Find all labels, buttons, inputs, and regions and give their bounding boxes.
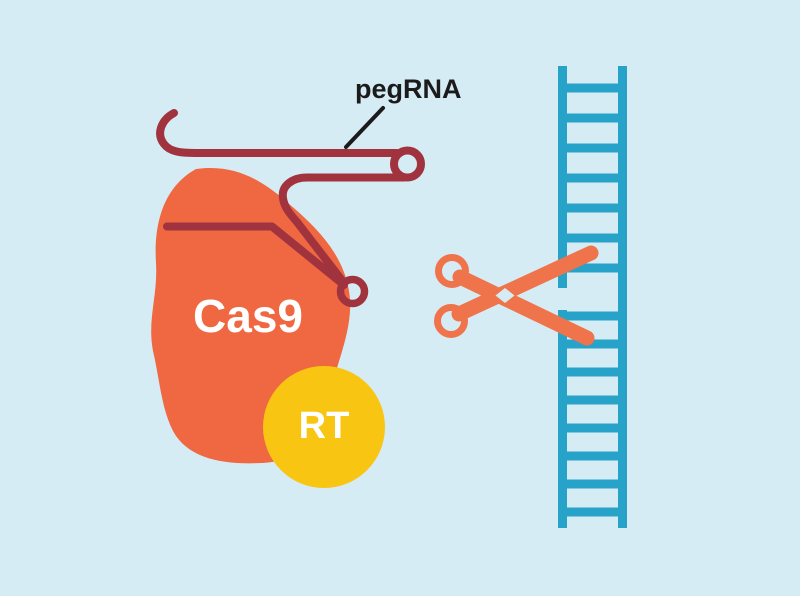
pegrna-return-strand [278, 173, 408, 287]
pegrna-inner-strand [163, 222, 348, 289]
dna-right-rail [618, 66, 627, 528]
dna-rung [558, 311, 627, 321]
pegrna-pointer-line [344, 106, 385, 149]
scissors-upper-blade [451, 245, 599, 322]
dna-rung [558, 479, 627, 489]
dna-rung [558, 113, 627, 123]
dna-ladder-icon [558, 66, 627, 528]
pegrna-strand [156, 109, 425, 308]
scissors-lower-blade [452, 269, 595, 346]
pegrna-label: pegRNA [355, 74, 462, 104]
rt-enzyme-circle [263, 366, 385, 488]
pegrna-top-strand [156, 109, 401, 157]
pegrna-hairpin-loop-small [336, 275, 369, 308]
dna-rung [558, 339, 627, 349]
dna-rung [558, 395, 627, 405]
dna-rung [558, 423, 627, 433]
dna-left-rail-lower [558, 310, 567, 528]
dna-rung [558, 233, 627, 243]
dna-rung [558, 507, 627, 517]
dna-rung [558, 451, 627, 461]
scissors-icon [434, 245, 599, 346]
scissors-pivot-gap [495, 288, 515, 303]
rt-label: RT [299, 405, 350, 447]
dna-rung [558, 143, 627, 153]
scissors-upper-handle-ring [435, 254, 469, 288]
dna-rung [558, 367, 627, 377]
cas9-label: Cas9 [193, 290, 303, 342]
dna-rung [558, 173, 627, 183]
dna-rung [558, 263, 627, 273]
dna-rung [558, 203, 627, 213]
dna-rung [558, 83, 627, 93]
pegrna-hairpin-loop-large [390, 146, 425, 182]
scissors-lower-handle-ring [434, 304, 468, 338]
